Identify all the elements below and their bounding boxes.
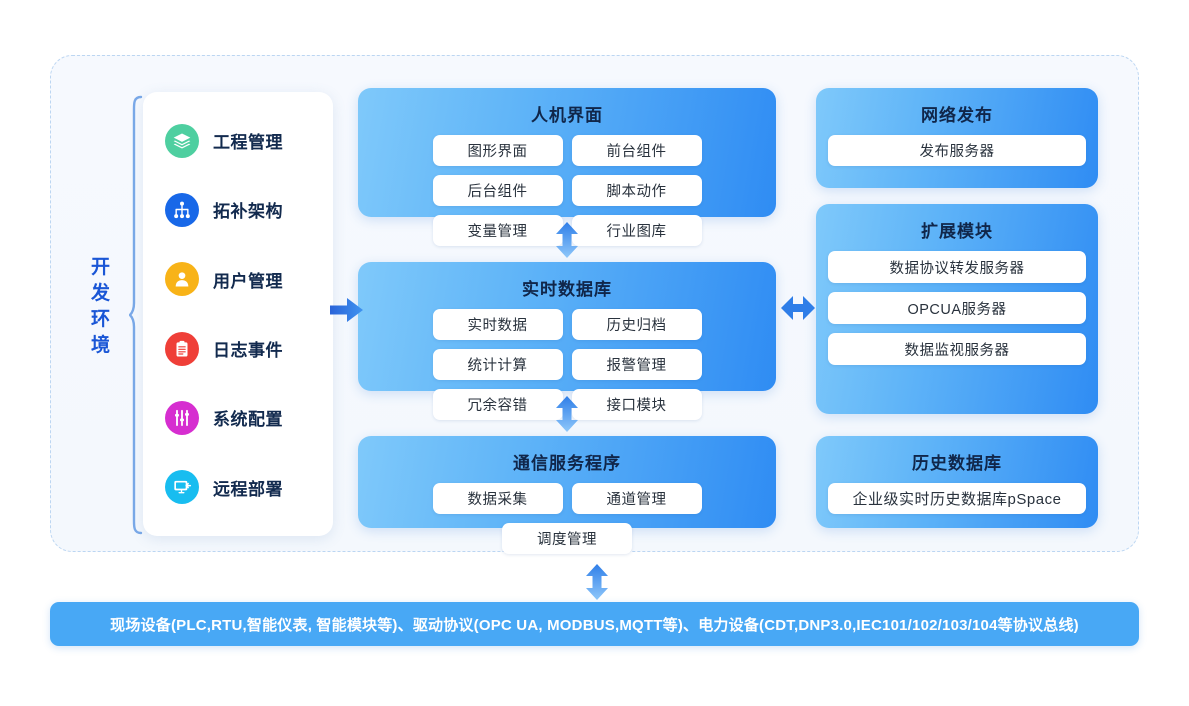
panel-title: 扩展模块 xyxy=(921,222,993,241)
panel-web-publishing: 网络发布 发布服务器 xyxy=(816,88,1098,188)
sidebar-item-user-management[interactable]: 用户管理 xyxy=(143,256,333,302)
chip-publish-server[interactable]: 发布服务器 xyxy=(828,135,1086,166)
monitor-deploy-icon xyxy=(165,470,199,505)
arrow-devenv-to-rtdb xyxy=(330,296,364,324)
panel-communication-service: 通信服务程序 数据采集 通道管理 调度管理 xyxy=(358,436,776,554)
chip-opcua-server[interactable]: OPCUA服务器 xyxy=(828,292,1086,324)
chip-industry-graphics-library[interactable]: 行业图库 xyxy=(571,215,702,246)
chip-graphic-interface[interactable]: 图形界面 xyxy=(432,135,563,166)
sidebar-item-label: 拓补架构 xyxy=(213,202,283,222)
sidebar-item-project-management[interactable]: 工程管理 xyxy=(143,118,333,164)
sidebar-item-label: 用户管理 xyxy=(213,271,283,291)
chip-interface-module[interactable]: 接口模块 xyxy=(571,389,702,420)
user-icon xyxy=(165,262,199,297)
dev-environment-brace xyxy=(128,95,143,535)
panel-human-machine-interface: 人机界面 图形界面 前台组件 后台组件 脚本动作 变量管理 行业图库 xyxy=(358,88,776,246)
chip-pspace-database[interactable]: 企业级实时历史数据库pSpace xyxy=(828,483,1086,514)
chip-redundancy-fault-tolerance[interactable]: 冗余容错 xyxy=(432,389,563,420)
chip-group: 图形界面 前台组件 后台组件 脚本动作 变量管理 行业图库 xyxy=(370,135,764,246)
field-devices-banner: 现场设备(PLC,RTU,智能仪表, 智能模块等)、驱动协议(OPC UA, M… xyxy=(50,602,1139,646)
panel-title: 人机界面 xyxy=(531,106,603,125)
dev-tools-sidebar: 工程管理 拓补架构 用户管理 xyxy=(143,92,333,536)
dev-environment-label: 开 发 环 境 xyxy=(84,255,118,359)
chip-group: 数据采集 通道管理 调度管理 xyxy=(370,483,764,554)
chip-channel-management[interactable]: 通道管理 xyxy=(571,483,702,514)
chip-group: 企业级实时历史数据库pSpace xyxy=(828,483,1086,514)
panel-title: 实时数据库 xyxy=(522,280,612,299)
arrow-comm-fielddevices xyxy=(583,564,611,600)
chip-group: 数据协议转发服务器 OPCUA服务器 数据监视服务器 xyxy=(828,251,1086,365)
panel-extension-modules: 扩展模块 数据协议转发服务器 OPCUA服务器 数据监视服务器 xyxy=(816,204,1098,414)
chip-variable-management[interactable]: 变量管理 xyxy=(432,215,563,246)
sidebar-item-label: 日志事件 xyxy=(213,341,283,361)
sidebar-item-log-events[interactable]: 日志事件 xyxy=(143,326,333,372)
panel-title: 通信服务程序 xyxy=(513,454,621,473)
dev-env-char-3: 环 xyxy=(90,309,111,330)
dev-env-char-2: 发 xyxy=(90,283,111,304)
chip-frontend-component[interactable]: 前台组件 xyxy=(571,135,702,166)
panel-realtime-database: 实时数据库 实时数据 历史归档 统计计算 报警管理 冗余容错 接口模块 xyxy=(358,262,776,420)
layers-icon xyxy=(165,123,199,158)
chip-backend-component[interactable]: 后台组件 xyxy=(432,175,563,206)
chip-alarm-management[interactable]: 报警管理 xyxy=(571,349,702,380)
chip-group: 实时数据 历史归档 统计计算 报警管理 冗余容错 接口模块 xyxy=(370,309,764,420)
chip-history-archive[interactable]: 历史归档 xyxy=(571,309,702,340)
dev-env-char-4: 境 xyxy=(90,335,111,356)
sidebar-item-topology-architecture[interactable]: 拓补架构 xyxy=(143,187,333,233)
arrow-hmi-rtdb xyxy=(553,222,581,258)
arrow-rtdb-extension xyxy=(781,295,815,321)
panel-title: 历史数据库 xyxy=(912,454,1002,473)
chip-protocol-forward-server[interactable]: 数据协议转发服务器 xyxy=(828,251,1086,283)
topology-icon xyxy=(165,192,199,227)
sidebar-item-remote-deployment[interactable]: 远程部署 xyxy=(143,464,333,510)
panel-title: 网络发布 xyxy=(921,106,993,125)
chip-group: 发布服务器 xyxy=(828,135,1086,166)
chip-script-action[interactable]: 脚本动作 xyxy=(571,175,702,206)
sidebar-item-label: 工程管理 xyxy=(213,133,283,153)
chip-statistical-computation[interactable]: 统计计算 xyxy=(432,349,563,380)
sidebar-item-label: 系统配置 xyxy=(213,410,283,430)
arrow-rtdb-comm xyxy=(553,396,581,432)
clipboard-icon xyxy=(165,331,199,366)
chip-dispatch-management[interactable]: 调度管理 xyxy=(502,523,632,554)
sliders-icon xyxy=(165,400,199,435)
sidebar-item-label: 远程部署 xyxy=(213,479,283,499)
chip-data-monitor-server[interactable]: 数据监视服务器 xyxy=(828,333,1086,365)
dev-env-char-1: 开 xyxy=(90,257,111,278)
chip-data-acquisition[interactable]: 数据采集 xyxy=(432,483,563,514)
chip-realtime-data[interactable]: 实时数据 xyxy=(432,309,563,340)
sidebar-item-system-configuration[interactable]: 系统配置 xyxy=(143,395,333,441)
panel-history-database: 历史数据库 企业级实时历史数据库pSpace xyxy=(816,436,1098,528)
